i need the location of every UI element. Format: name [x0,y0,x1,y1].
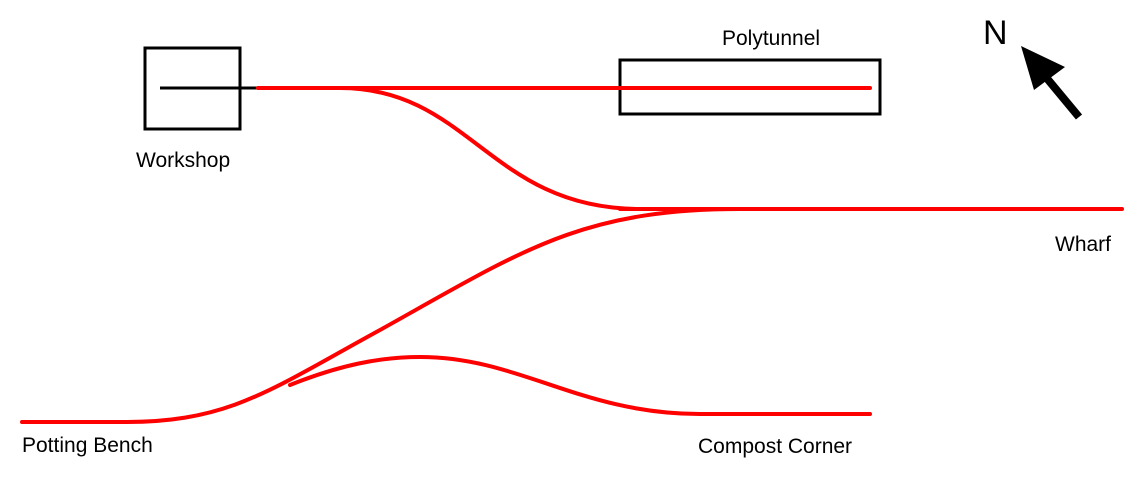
track-potting-bench-to-wharf [20,207,742,424]
label-north: N [983,14,1008,52]
label-workshop: Workshop [136,149,230,172]
label-compost-corner: Compost Corner [698,435,852,458]
track-compost-corner [288,354,872,416]
label-polytunnel: Polytunnel [722,27,820,50]
label-wharf: Wharf [1055,233,1111,256]
track-branch-to-wharf [338,86,642,211]
label-potting-bench: Potting Bench [22,434,153,457]
north-arrow-icon [1021,46,1083,120]
